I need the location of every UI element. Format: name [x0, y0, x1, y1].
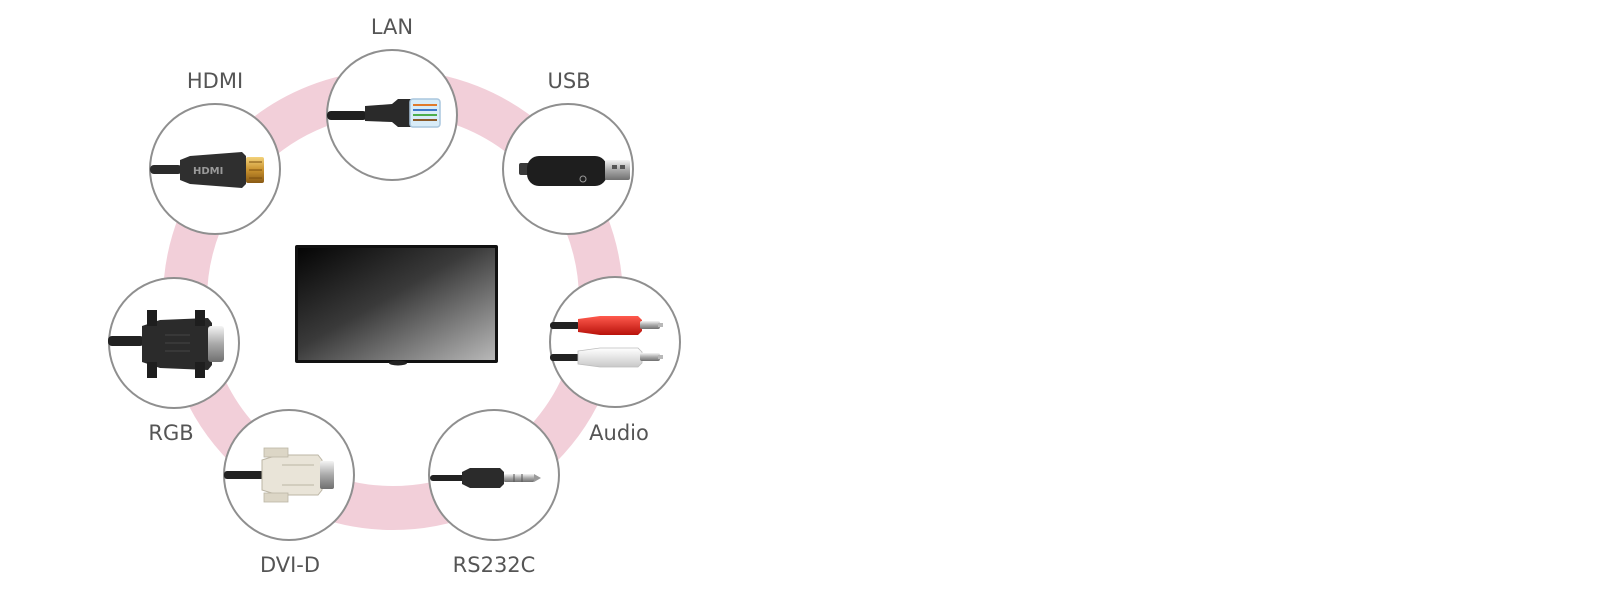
port-usb [502, 103, 634, 235]
port-lan [326, 49, 458, 181]
label-lan: LAN [370, 15, 414, 39]
stereo-jack-plug-icon [430, 468, 541, 488]
label-rs232c: RS232C [452, 553, 536, 577]
rj45-ethernet-plug-icon [327, 98, 441, 128]
port-dvi-d [223, 409, 355, 541]
rca-audio-plug-icon [550, 316, 663, 368]
digital-signage-display [295, 245, 498, 366]
port-hdmi: HDMI [149, 103, 281, 235]
svg-text:HDMI: HDMI [193, 166, 223, 177]
label-hdmi: HDMI [186, 69, 244, 93]
hdmi-plug-icon: HDMI [150, 152, 264, 188]
usb-dongle-icon [519, 156, 630, 186]
dvi-plug-icon [224, 447, 334, 503]
vga-plug-icon [108, 310, 224, 378]
label-rgb: RGB [148, 421, 194, 445]
label-audio: Audio [589, 421, 649, 445]
label-usb: USB [547, 69, 591, 93]
port-audio [549, 276, 681, 408]
label-dvi-d: DVI-D [259, 553, 321, 577]
port-rs232c [428, 409, 560, 541]
port-rgb [108, 277, 240, 409]
